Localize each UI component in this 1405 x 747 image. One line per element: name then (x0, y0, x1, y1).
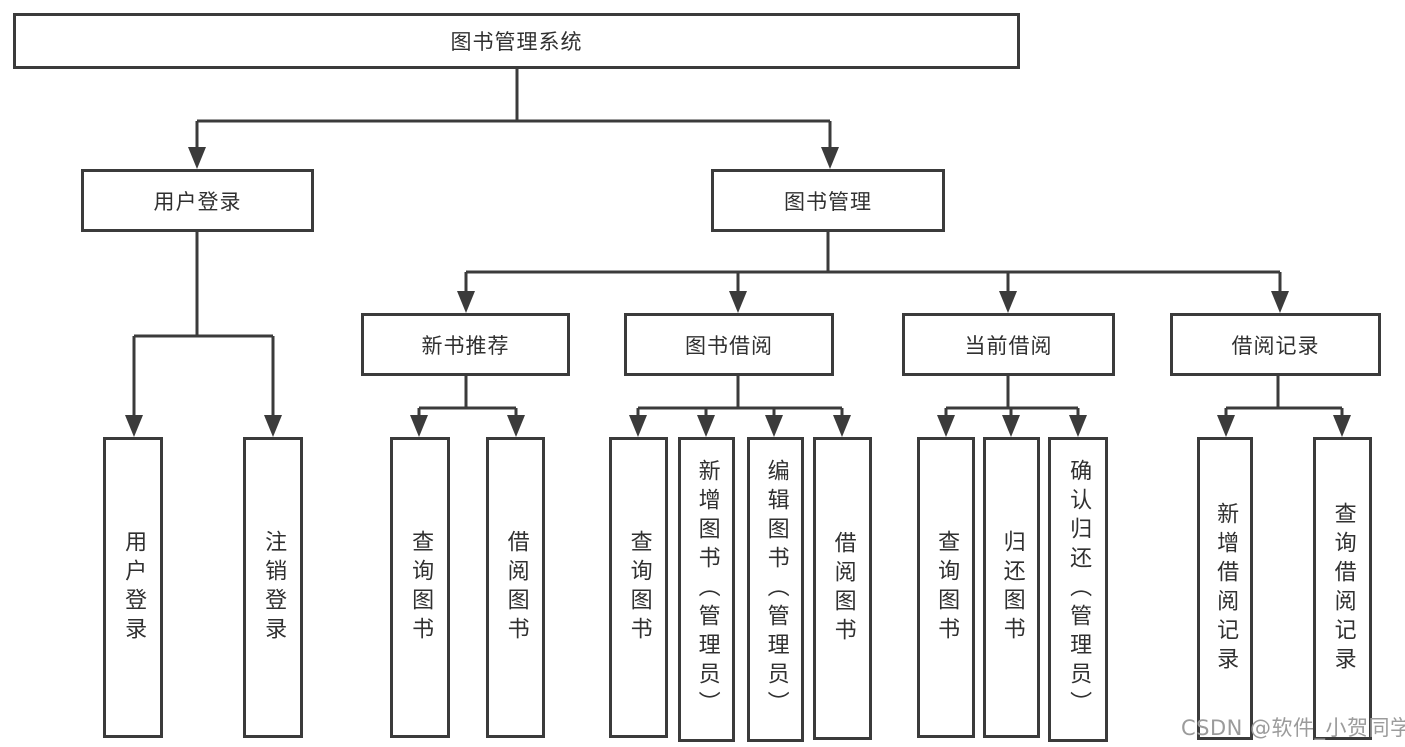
root-to-level2-connectors (188, 67, 839, 169)
user-login-children-connectors (125, 232, 282, 437)
leaf-borrow-add-books-admin: 新增图书（管理员） (678, 437, 735, 742)
node-book-borrowing: 图书借阅 (624, 313, 834, 376)
node-book-management: 图书管理 (711, 169, 945, 232)
leaf-borrow-query-books: 查询图书 (609, 437, 668, 738)
leaf-current-confirm-return-admin: 确认归还（管理员） (1048, 437, 1108, 742)
leaf-user-login: 用户登录 (103, 437, 163, 738)
recommend-children-connectors (410, 376, 525, 437)
node-borrowing-records: 借阅记录 (1170, 313, 1381, 376)
leaf-logout: 注销登录 (243, 437, 303, 738)
csdn-watermark: CSDN @软件_小贺同学 (1181, 716, 1405, 740)
records-children-connectors (1217, 376, 1351, 437)
node-current-borrowing: 当前借阅 (902, 313, 1115, 376)
leaf-records-query-borrow-record: 查询借阅记录 (1313, 437, 1372, 740)
current-children-connectors (937, 376, 1087, 437)
leaf-recommend-query-books: 查询图书 (390, 437, 450, 738)
borrow-children-connectors (629, 376, 851, 437)
leaf-records-add-borrow-record: 新增借阅记录 (1197, 437, 1253, 740)
leaf-borrow-edit-books-admin: 编辑图书（管理员） (747, 437, 804, 742)
node-new-book-recommend: 新书推荐 (361, 313, 570, 376)
leaf-current-query-books: 查询图书 (917, 437, 975, 738)
leaf-current-return-books: 归还图书 (983, 437, 1040, 738)
node-user-login: 用户登录 (81, 169, 314, 232)
leaf-recommend-borrow-books: 借阅图书 (486, 437, 545, 738)
leaf-borrow-borrow-books: 借阅图书 (813, 437, 872, 740)
node-library-management-system: 图书管理系统 (13, 13, 1020, 69)
level2-to-level3-connectors (457, 232, 1289, 313)
